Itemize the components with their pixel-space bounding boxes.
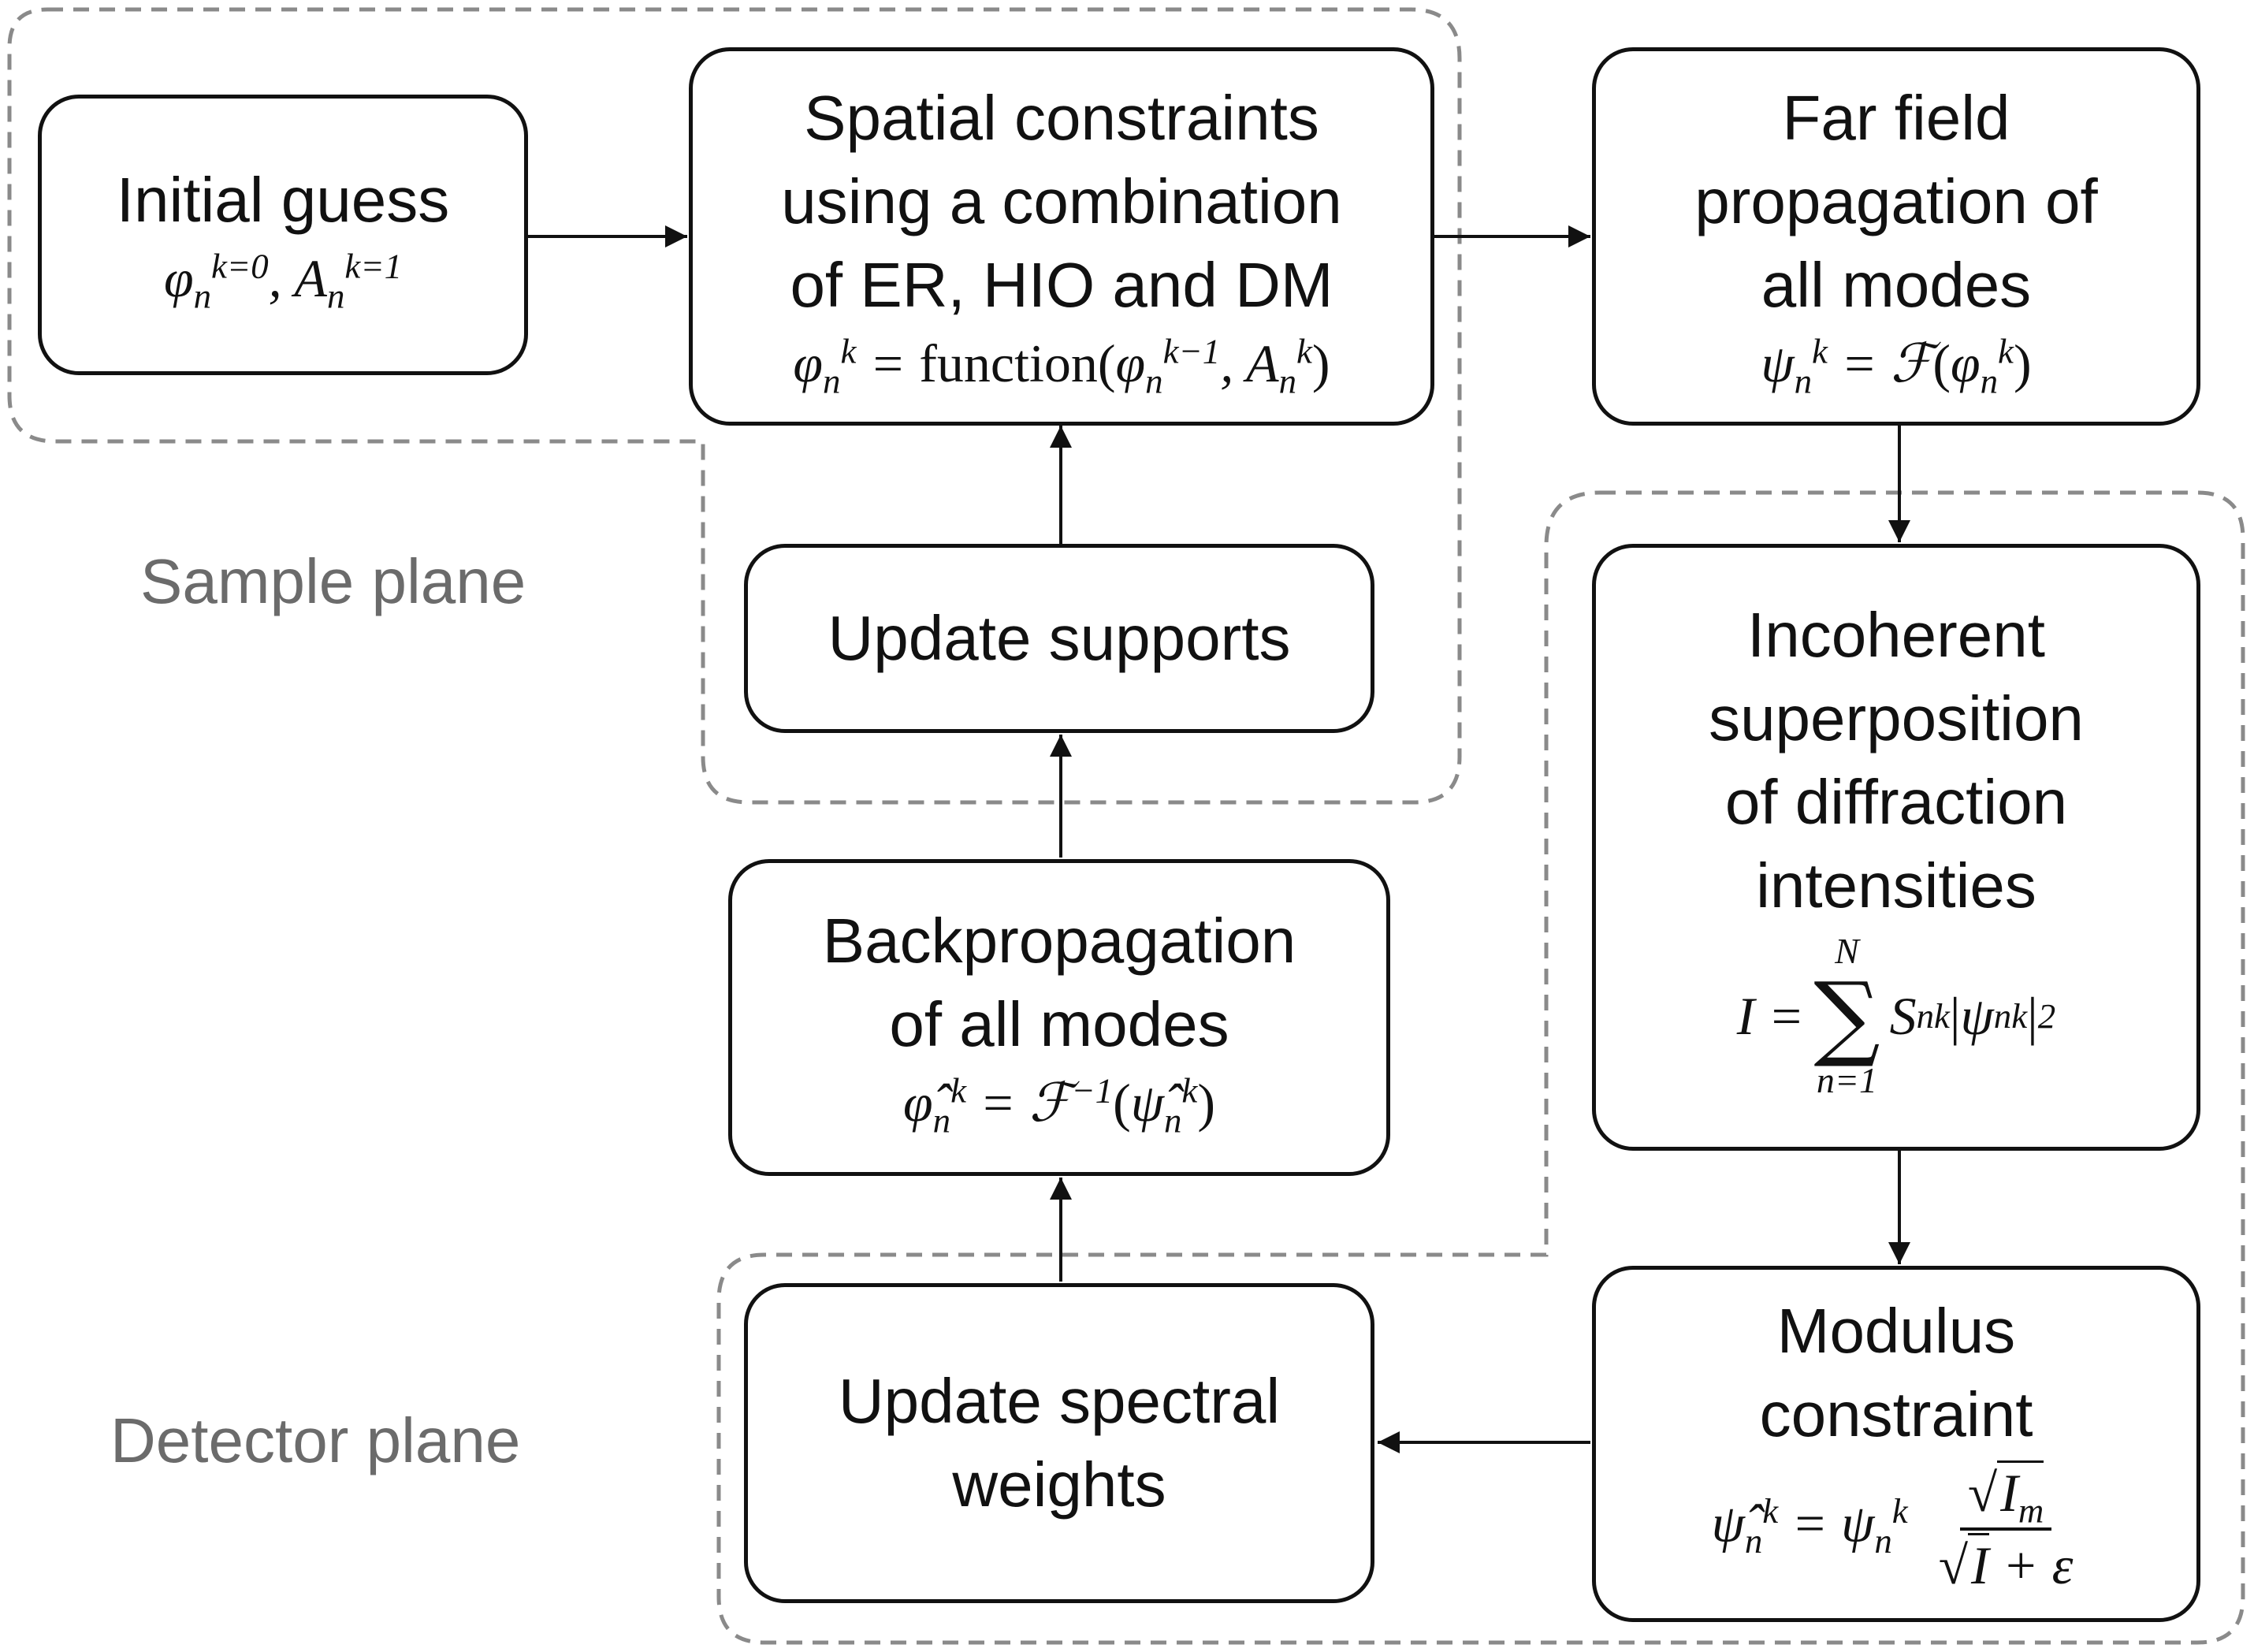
update-supports-title: Update supports bbox=[828, 603, 1291, 673]
backpropagation-formula: φ̂nk = ℱ−1(ψ̂nk) bbox=[903, 1070, 1215, 1140]
backpropagation-title: Backpropagation of all modes bbox=[822, 906, 1296, 1059]
modulus-constraint-box: Modulus constraint ψ̂nk = ψnk √Im √I + ε bbox=[1592, 1266, 2200, 1622]
initial-guess-formula: φnk=0, Ank=1 bbox=[163, 246, 403, 316]
spatial-constraints-formula: φnk = function(φnk−1, Ank) bbox=[793, 331, 1330, 401]
detector-plane-region bbox=[716, 490, 2245, 1645]
update-spectral-weights-box: Update spectral weights bbox=[744, 1283, 1374, 1603]
modulus-fraction: √Im √I + ε bbox=[1931, 1460, 2081, 1598]
initial-guess-title: Initial guess bbox=[116, 165, 450, 235]
initial-guess-box: Initial guess φnk=0, Ank=1 bbox=[38, 95, 528, 375]
incoherent-title: Incoherent superposition of diffraction … bbox=[1709, 600, 2084, 921]
update-spectral-title: Update spectral weights bbox=[838, 1366, 1281, 1520]
far-field-title: Far field propagation of all modes bbox=[1694, 83, 2098, 320]
modulus-title: Modulus constraint bbox=[1759, 1296, 2033, 1449]
far-field-box: Far field propagation of all modes ψnk =… bbox=[1592, 47, 2200, 426]
spatial-constraints-box: Spatial constraints using a combination … bbox=[689, 47, 1434, 426]
sample-plane-label: Sample plane bbox=[140, 546, 526, 616]
sample-plane-region bbox=[7, 7, 1462, 805]
spatial-constraints-title: Spatial constraints using a combination … bbox=[781, 83, 1342, 320]
incoherent-superposition-box: Incoherent superposition of diffraction … bbox=[1592, 544, 2200, 1151]
update-supports-box: Update supports bbox=[744, 544, 1374, 733]
modulus-formula: ψ̂nk = ψnk √Im √I + ε bbox=[1712, 1460, 2081, 1598]
far-field-formula: ψnk = ℱ(φnk) bbox=[1761, 331, 2032, 401]
detector-plane-label: Detector plane bbox=[110, 1405, 521, 1475]
backpropagation-box: Backpropagation of all modes φ̂nk = ℱ−1(… bbox=[728, 859, 1390, 1176]
